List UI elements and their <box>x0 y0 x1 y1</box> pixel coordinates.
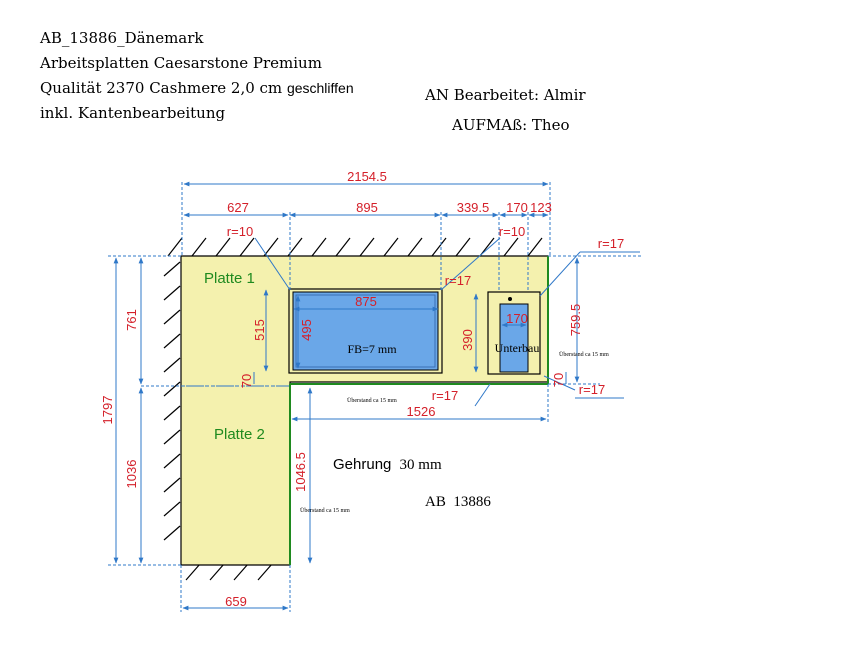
bottom-run-label: 1526 <box>407 404 436 419</box>
segment-339-label: 339.5 <box>457 200 490 215</box>
miter-prefix: Gehrung <box>333 456 391 473</box>
wall-hatching-bottom <box>185 563 273 581</box>
order-title: AB_13886_Dänemark <box>40 29 204 47</box>
miter-value: 30 mm <box>400 457 442 473</box>
radius-label-sink: r=17 <box>445 273 471 288</box>
quality-finish: geschliffen <box>286 80 354 96</box>
plate-2-label: Platte 2 <box>214 426 265 443</box>
radius-label-right-top: r=17 <box>598 236 624 251</box>
left-upper-label: 761 <box>124 309 139 331</box>
product-line: Arbeitsplatten Caesarstone Premium <box>40 54 322 72</box>
segment-627-label: 627 <box>227 200 249 215</box>
segment-170-label: 170 <box>506 200 528 215</box>
segment-123-label: 123 <box>530 200 552 215</box>
sink-basin <box>292 291 439 371</box>
basin-cutout <box>499 303 529 373</box>
overhang-note-right: Überstand ca 15 mm <box>559 351 609 358</box>
leg-depth-label: 1046.5 <box>293 452 308 492</box>
overall-width-label: 2154.5 <box>347 169 387 184</box>
sink-label: FB=7 mm <box>347 342 397 356</box>
plate-1-label: Platte 1 <box>204 270 255 287</box>
dimension-guides <box>108 181 642 612</box>
leg-width-label: 659 <box>225 594 247 609</box>
sink-cutout-frame <box>288 288 443 374</box>
miter-label: Gehrung 30 mm <box>333 456 442 473</box>
gap-right-label: 70 <box>551 373 566 387</box>
sink-outer-height-label: 515 <box>252 319 267 341</box>
wall-hatching-left <box>163 261 181 541</box>
left-lower-label: 1036 <box>124 460 139 489</box>
quality-prefix: Qualität 2370 Cashmere 2,0 cm <box>40 79 283 97</box>
wall-hatching-top <box>167 237 543 257</box>
edge-processing-line: inkl. Kantenbearbeitung <box>40 104 226 122</box>
sink-inner-height-label: 495 <box>299 319 314 341</box>
radius-label-left: r=10 <box>227 224 253 239</box>
radius-label-right-bottom: r=17 <box>579 382 605 397</box>
radius-label-mid: r=10 <box>499 224 525 239</box>
basin-label: Unterbau <box>495 341 540 355</box>
segment-895-label: 895 <box>356 200 378 215</box>
tap-hole <box>508 297 512 301</box>
overhang-note-bottom: Überstand ca 15 mm <box>347 397 397 404</box>
basin-frame <box>487 291 541 375</box>
gap-left-label: 70 <box>239 374 254 388</box>
measurer-line: AUFMAß: Theo <box>452 116 570 134</box>
editor-line: AN Bearbeitet: Almir <box>425 86 586 104</box>
overhang-note-leg: Überstand ca 15 mm <box>300 507 350 514</box>
order-number-label: AB 13886 <box>425 494 491 510</box>
basin-width-label: 170 <box>506 311 528 326</box>
quality-line: Qualität 2370 Cashmere 2,0 cm geschliffe… <box>40 79 354 97</box>
basin-height-label: 390 <box>460 329 475 351</box>
right-depth-label: 759.5 <box>568 304 583 337</box>
sink-width-label: 875 <box>355 294 377 309</box>
radius-label-inner: r=17 <box>432 388 458 403</box>
left-total-label: 1797 <box>100 396 115 425</box>
